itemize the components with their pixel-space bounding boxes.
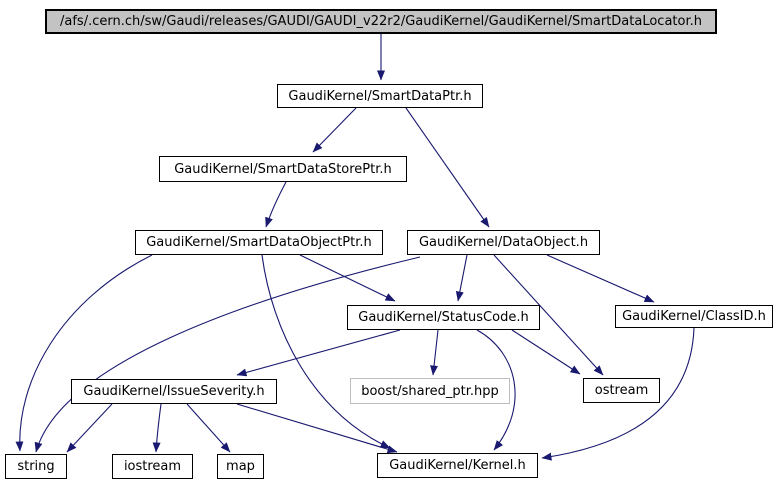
edge-issueseverity-to-string xyxy=(66,403,113,453)
edge-statuscode-to-kernel xyxy=(476,329,516,451)
edge-smartdatastoreptr-to-smartdataobjectptr xyxy=(265,181,287,228)
edge-smartdataobjectptr-to-kernel xyxy=(261,254,391,449)
node-dataobject[interactable]: GaudiKernel/DataObject.h xyxy=(407,230,600,255)
node-string: string xyxy=(5,454,67,479)
edge-classid-to-kernel xyxy=(541,327,695,461)
node-classid[interactable]: GaudiKernel/ClassID.h xyxy=(615,305,773,328)
edge-statuscode-to-boost_shared_ptr xyxy=(430,329,439,376)
edge-dataobject-to-string xyxy=(34,256,421,453)
edge-issueseverity-to-kernel xyxy=(236,403,398,454)
node-map: map xyxy=(217,454,264,479)
edge-smartdataobjectptr-to-statuscode xyxy=(299,254,396,302)
node-smartdatastoreptr[interactable]: GaudiKernel/SmartDataStorePtr.h xyxy=(159,156,407,182)
node-boost-shared-ptr: boost/shared_ptr.hpp xyxy=(350,378,510,404)
edge-smartdataobjectptr-to-string xyxy=(15,254,153,452)
edge-dataobject-to-classid xyxy=(546,254,655,303)
edge-dataobject-to-statuscode xyxy=(455,254,468,302)
edge-issueseverity-to-iostream xyxy=(152,403,162,453)
node-kernel[interactable]: GaudiKernel/Kernel.h xyxy=(377,453,538,478)
node-smartdataobjectptr[interactable]: GaudiKernel/SmartDataObjectPtr.h xyxy=(135,230,383,255)
node-ostream: ostream xyxy=(583,378,660,403)
edge-smartdataptr-to-smartdatastoreptr xyxy=(312,107,357,153)
node-smartdatalocator-root: /afs/.cern.ch/sw/Gaudi/releases/GAUDI/GA… xyxy=(45,9,717,34)
edge-dataobject-to-ostream xyxy=(493,254,604,376)
node-issueseverity[interactable]: GaudiKernel/IssueSeverity.h xyxy=(71,379,277,404)
edge-smartdataptr-to-dataobject xyxy=(405,107,490,228)
edge-statuscode-to-ostream xyxy=(511,329,581,375)
edge-issueseverity-to-map xyxy=(186,403,231,453)
node-smartdataptr[interactable]: GaudiKernel/SmartDataPtr.h xyxy=(277,84,483,108)
node-iostream: iostream xyxy=(112,454,193,479)
node-statuscode[interactable]: GaudiKernel/StatusCode.h xyxy=(347,305,540,330)
edge-statuscode-to-issueseverity xyxy=(236,329,401,377)
